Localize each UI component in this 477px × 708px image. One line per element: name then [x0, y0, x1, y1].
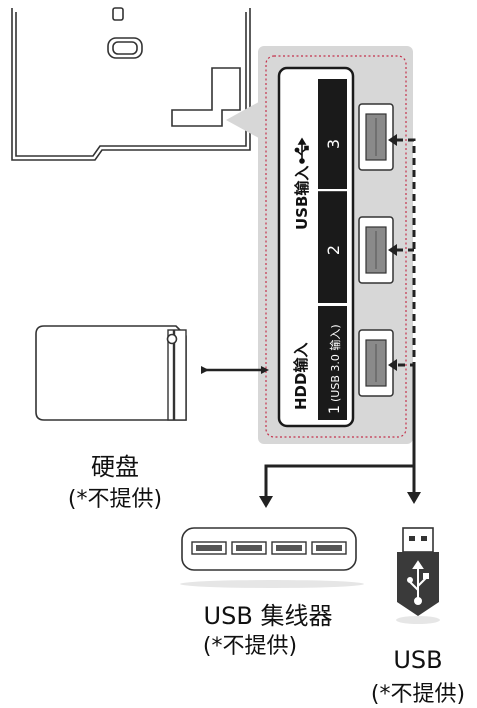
hdd-note-label: (*不提供) [67, 487, 163, 512]
usb-note-label: (*不提供) [370, 682, 466, 707]
hub-name-label: USB 集线器 [203, 602, 333, 630]
hub-note-label: (*不提供) [202, 634, 298, 659]
usb-arrow-head [407, 492, 421, 504]
port-2-number: 2 [324, 245, 343, 255]
usb-port-1 [358, 329, 394, 397]
hard-disk-icon [35, 325, 187, 421]
port-link-lines [396, 138, 416, 367]
usb-name-label: USB [393, 646, 443, 674]
port-3-number: 3 [324, 139, 343, 149]
usb-port-2 [358, 216, 394, 284]
usb-port-3 [358, 103, 394, 171]
device-connection-lines [264, 365, 416, 496]
usb-input-label: USB输入 [293, 166, 311, 230]
usb-stick-icon [396, 527, 440, 624]
port-link-arrows [388, 134, 397, 371]
tv-back-icon [11, 7, 251, 161]
port-1-number: 1 [327, 405, 343, 414]
hdd-name-label: 硬盘 [91, 453, 139, 481]
hdd-input-label: HDD输入 [292, 343, 310, 410]
hub-arrow-head [259, 496, 273, 508]
usb-symbol-icon [294, 137, 309, 164]
usb-hub-icon [180, 527, 364, 588]
port-1-note: (USB 3.0 输入) [328, 324, 342, 402]
